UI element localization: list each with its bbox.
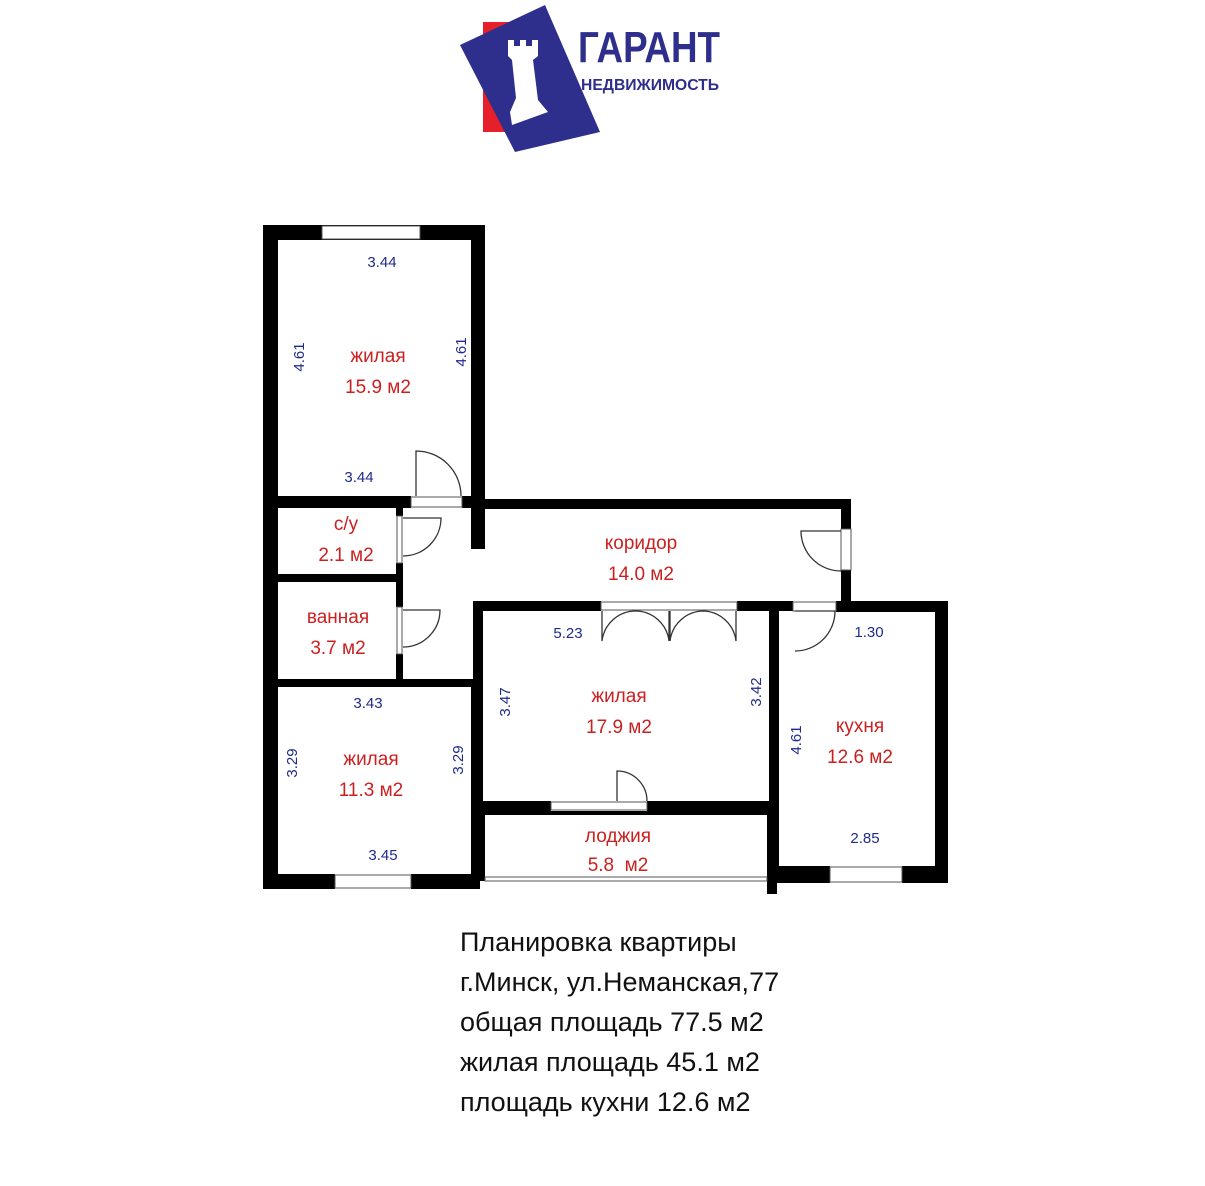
window bbox=[840, 528, 852, 571]
logo-brand: ГАРАНТ bbox=[578, 23, 720, 72]
wall bbox=[479, 811, 773, 815]
wall bbox=[278, 679, 476, 687]
wall bbox=[935, 601, 948, 883]
room-area-bathroom: 3.7 м2 bbox=[310, 638, 365, 659]
room-area-kitchen: 12.6 м2 bbox=[827, 747, 893, 768]
wall bbox=[411, 874, 480, 889]
dim-top-room-top: 3.44 bbox=[367, 254, 396, 271]
dim-top-room-left: 4.61 bbox=[291, 342, 308, 371]
wall bbox=[462, 496, 485, 508]
room-name-wc: с/у bbox=[334, 514, 359, 535]
wall bbox=[263, 225, 278, 888]
wall bbox=[473, 601, 601, 611]
room-name-kitchen: кухня bbox=[836, 716, 884, 737]
wall bbox=[841, 499, 851, 529]
door-swing bbox=[402, 609, 441, 648]
company-logo: ГАРАНТ НЕДВИЖИМОСТЬ bbox=[460, 5, 720, 152]
window bbox=[321, 225, 421, 240]
dim-bottom-left-left: 3.29 bbox=[284, 748, 301, 777]
wall bbox=[396, 508, 403, 516]
info-address: г.Минск, ул.Неманская,77 bbox=[460, 967, 780, 997]
door-swing bbox=[402, 517, 442, 557]
door-swing bbox=[669, 610, 705, 642]
wall bbox=[767, 878, 777, 894]
window bbox=[396, 515, 403, 564]
room-name-living-center: жилая bbox=[591, 686, 646, 707]
window bbox=[484, 876, 768, 882]
dim-center-left: 3.47 bbox=[497, 687, 514, 716]
window bbox=[792, 601, 837, 612]
dim-bottom-left-bottom: 3.45 bbox=[368, 847, 397, 864]
wall bbox=[396, 563, 403, 607]
room-name-corridor: коридор bbox=[605, 533, 678, 554]
room-area-living-bottom: 11.3 м2 bbox=[339, 780, 403, 801]
dim-bottom-left-top: 3.43 bbox=[353, 695, 382, 712]
dim-kitchen-left: 4.61 bbox=[788, 725, 805, 754]
dim-kitchen-bottom: 2.85 bbox=[850, 830, 879, 847]
wall bbox=[473, 601, 483, 809]
wall bbox=[769, 601, 779, 881]
dim-top-room-right: 4.61 bbox=[453, 337, 470, 366]
info-living-area: жилая площадь 45.1 м2 bbox=[460, 1047, 760, 1077]
door-swing bbox=[634, 610, 670, 642]
window bbox=[396, 606, 403, 655]
room-area-living-top: 15.9 м2 bbox=[345, 377, 411, 398]
wall bbox=[737, 601, 793, 611]
room-area-wc: 2.1 м2 bbox=[318, 545, 373, 566]
window bbox=[334, 874, 412, 889]
window bbox=[600, 601, 738, 611]
door-swing bbox=[794, 610, 836, 652]
wall bbox=[836, 601, 946, 612]
wall bbox=[485, 499, 851, 509]
door-swing bbox=[800, 530, 842, 572]
wall bbox=[767, 811, 773, 881]
dim-center-top: 5.23 bbox=[553, 625, 582, 642]
room-area-living-center: 17.9 м2 bbox=[586, 717, 652, 738]
wall bbox=[278, 574, 398, 582]
info-total-area: общая площадь 77.5 м2 bbox=[460, 1007, 764, 1037]
logo-rook-icon bbox=[508, 40, 548, 125]
windows bbox=[321, 225, 903, 889]
apartment-info: Планировка квартиры г.Минск, ул.Неманска… bbox=[460, 922, 1020, 1122]
info-title: Планировка квартиры bbox=[460, 927, 737, 957]
wall bbox=[647, 801, 773, 811]
door-swing bbox=[415, 450, 462, 497]
window bbox=[410, 496, 463, 508]
wall bbox=[263, 496, 411, 508]
logo-tagline: НЕДВИЖИМОСТЬ bbox=[581, 77, 719, 94]
info-kitchen-area: площадь кухни 12.6 м2 bbox=[460, 1087, 751, 1117]
room-name-living-top: жилая bbox=[350, 346, 405, 367]
wall bbox=[263, 874, 335, 889]
door-swing bbox=[616, 770, 648, 802]
dim-kitchen-top: 1.30 bbox=[854, 624, 883, 641]
wall bbox=[396, 654, 403, 684]
door-swing bbox=[701, 610, 737, 642]
dim-top-room-bottom: 3.44 bbox=[344, 469, 373, 486]
dim-bottom-left-right: 3.29 bbox=[450, 745, 467, 774]
doors bbox=[402, 450, 842, 802]
door-swing bbox=[601, 610, 637, 642]
window bbox=[829, 866, 903, 883]
room-name-living-bottom: жилая bbox=[343, 749, 398, 770]
wall bbox=[471, 225, 485, 549]
room-name-bathroom: ванная bbox=[307, 607, 369, 628]
room-area-loggia: 5.8 м2 bbox=[588, 855, 649, 876]
wall bbox=[479, 811, 485, 881]
wall bbox=[773, 866, 830, 883]
room-name-loggia: лоджия bbox=[585, 826, 651, 847]
window bbox=[550, 801, 648, 811]
wall bbox=[902, 866, 948, 883]
wall bbox=[473, 801, 551, 811]
wall bbox=[841, 570, 851, 606]
room-area-corridor: 14.0 м2 bbox=[608, 564, 674, 585]
dim-center-right: 3.42 bbox=[748, 677, 765, 706]
